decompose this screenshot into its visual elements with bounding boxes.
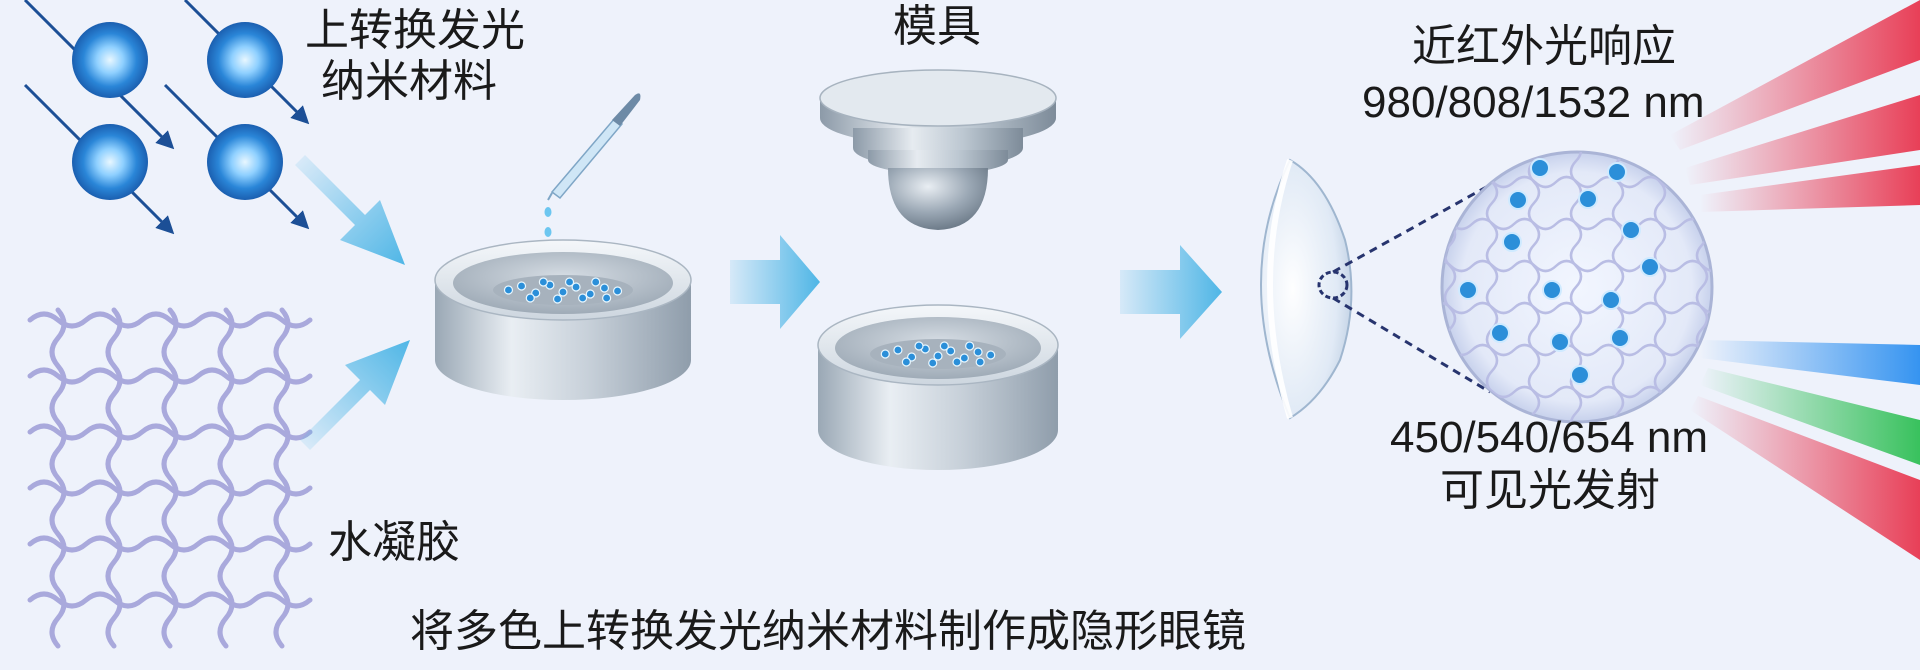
nir-wavelengths: 980/808/1532 nm: [1362, 78, 1705, 127]
nanoparticle-dot: [564, 277, 575, 287]
nanoparticle-dot: [1458, 280, 1478, 300]
nanoparticle-dot: [1621, 220, 1641, 240]
contact-lens: [1260, 158, 1353, 420]
dish-particles: [880, 341, 996, 368]
nanoparticle-dot: [914, 341, 924, 351]
hydrogel-mesh: [27, 307, 313, 649]
mixing-dish: [434, 239, 692, 400]
mesh-strand: [27, 591, 313, 609]
nanoparticle-dot: [1490, 323, 1510, 343]
zoom-lines: [1332, 183, 1491, 394]
nanoparticle-dot: [939, 341, 949, 351]
mesh-strand: [27, 479, 313, 497]
nanoparticle-dot: [1530, 158, 1550, 178]
mold-dish: [817, 304, 1059, 470]
nanoparticle: [72, 22, 148, 98]
nanoparticle-dot: [901, 357, 911, 367]
diagram-caption: 将多色上转换发光纳米材料制作成隐形眼镜: [410, 606, 1246, 657]
droplet: [544, 207, 552, 217]
pipette: [544, 93, 641, 237]
nanoparticle-dot: [591, 277, 601, 287]
nanoparticle-dot: [599, 283, 610, 293]
nanoparticle-dot: [952, 357, 962, 367]
nanoparticle-dot: [946, 346, 956, 356]
nanoparticle-dot: [933, 351, 943, 361]
nanoparticle-dot: [578, 293, 588, 303]
nanoparticle-dot: [525, 293, 535, 303]
nanoparticle-dot: [959, 353, 969, 363]
mold-label: 模具: [893, 1, 981, 52]
nanoparticle-dot: [965, 341, 975, 351]
visible-beams: [1690, 340, 1920, 560]
nanoparticle-dot: [880, 349, 890, 359]
nanoparticle-dot: [612, 286, 623, 296]
nanoparticle-dot: [538, 277, 548, 287]
nanoparticle-dot: [503, 285, 514, 295]
nanoparticle-dot: [928, 358, 938, 368]
nanoparticle-dot: [975, 357, 985, 367]
visible-wavelengths: 450/540/654 nm: [1390, 413, 1709, 462]
nanoparticle-dot: [602, 293, 612, 303]
nanoparticle-dot: [1610, 328, 1630, 348]
mesh-strand: [273, 307, 291, 649]
mesh-strand: [27, 535, 313, 553]
nanoparticle-dot: [571, 282, 581, 292]
upconversion-label-line1: 上转换发光: [305, 5, 525, 56]
arrow-from-particles: [295, 155, 405, 265]
embedded-nanoparticles: [1458, 158, 1660, 385]
nanoparticle-dot: [986, 350, 996, 360]
visible-title: 可见光发射: [1440, 465, 1660, 516]
mesh-strand: [217, 307, 235, 649]
upconversion-label-line2: 纳米材料: [321, 55, 497, 107]
nanoparticle-dot: [1601, 290, 1621, 310]
mesh-strand: [105, 307, 123, 649]
process-arrow-1: [730, 235, 820, 329]
process-arrow-2: [1120, 245, 1222, 339]
mold: [819, 69, 1057, 230]
mesh-strand: [1442, 301, 1712, 315]
dish-particles: [503, 277, 623, 304]
mesh-strand: [1442, 259, 1712, 273]
mesh-strand: [161, 307, 179, 649]
mesh-strand: [49, 307, 67, 649]
mesh-strand: [27, 423, 313, 441]
input-arrows: [295, 155, 410, 450]
nanoparticle-dot: [1502, 232, 1522, 252]
nanoparticle-dot: [1607, 162, 1627, 182]
nanoparticle: [72, 124, 148, 200]
nanoparticle-dot: [973, 347, 983, 357]
upconversion-label: 上转换发光 纳米材料: [305, 5, 525, 107]
droplet: [544, 227, 552, 237]
upconversion-particles: [23, 0, 310, 235]
nanoparticle-dot: [1640, 257, 1660, 277]
nanoparticle: [207, 22, 283, 98]
nanoparticle-dot: [1550, 332, 1570, 352]
nanoparticle-dot: [585, 289, 595, 299]
nanoparticle-dot: [1578, 189, 1598, 209]
nanoparticle-dot: [1508, 190, 1528, 210]
nir-title: 近红外光响应: [1412, 21, 1676, 72]
nir-beams: [1670, 0, 1920, 212]
nanoparticle-dot: [558, 287, 568, 297]
hydrogel-label: 水凝胶: [328, 517, 460, 568]
zoom-spot: [1317, 270, 1349, 300]
mesh-strand: [27, 367, 313, 385]
nanoparticle: [207, 124, 283, 200]
arrow-from-hydrogel: [300, 340, 410, 450]
nanoparticle-dot: [1570, 365, 1590, 385]
nanoparticle-dot: [1542, 280, 1562, 300]
nanoparticle-dot: [893, 345, 903, 355]
nanoparticle-dot: [516, 281, 527, 291]
mesh-strand: [27, 311, 313, 329]
nanoparticle-dot: [552, 294, 563, 304]
